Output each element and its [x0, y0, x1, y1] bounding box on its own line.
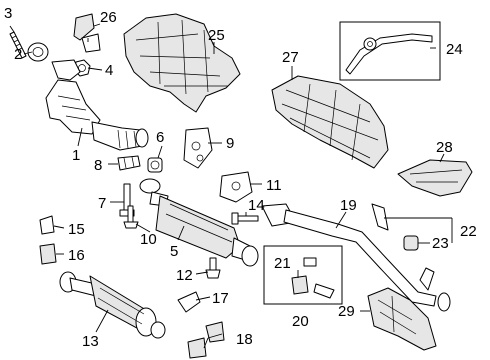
callout-2: 2 — [14, 46, 22, 63]
flange-gasket-part — [147, 157, 163, 173]
hanger-insulator-part — [403, 235, 419, 251]
manifold-converter-part — [45, 59, 149, 151]
muffler-heat-shield-part — [397, 159, 473, 197]
rear-bracket-part — [219, 171, 253, 203]
rear-mount-part — [367, 287, 437, 351]
callout-16: 16 — [68, 247, 85, 264]
callout-1: 1 — [72, 147, 80, 164]
upper-shield-part — [73, 13, 101, 53]
stud-part — [9, 31, 27, 59]
callout-labels: 3 2 4 1 26 25 6 8 9 11 7 10 15 16 5 12 1… — [4, 5, 477, 350]
manifold-heat-shield-part — [123, 13, 241, 113]
callout-6: 6 — [156, 129, 164, 146]
callout-10: 10 — [140, 231, 157, 248]
callout-11: 11 — [266, 177, 282, 194]
callout-29: 29 — [338, 303, 355, 320]
muffler-hanger-part — [177, 291, 201, 313]
isolator-part — [291, 257, 335, 299]
callout-26: 26 — [100, 9, 117, 26]
callout-22: 22 — [460, 223, 477, 240]
callout-15: 15 — [68, 221, 85, 238]
callout-24: 24 — [446, 41, 463, 58]
callout-23: 23 — [432, 235, 449, 252]
callout-3: 3 — [4, 5, 12, 22]
callout-27: 27 — [282, 49, 299, 66]
muffler-part — [59, 271, 166, 339]
tunnel-heat-shield-part — [271, 75, 389, 169]
callout-21: 21 — [274, 255, 291, 272]
callout-7: 7 — [98, 195, 106, 212]
flange-bolt-part — [231, 212, 259, 225]
stud-bolt-part — [123, 205, 139, 229]
callout-9: 9 — [226, 135, 234, 152]
callout-28: 28 — [436, 139, 453, 156]
callout-8: 8 — [94, 157, 102, 174]
bolt-part — [119, 183, 135, 217]
callout-19: 19 — [340, 197, 357, 214]
callout-12: 12 — [176, 267, 193, 284]
callout-14: 14 — [248, 197, 265, 214]
catalytic-converter-part — [139, 178, 259, 267]
hanger-bracket-22-part — [371, 203, 389, 231]
callout-17: 17 — [212, 290, 229, 307]
isolator-kit-box — [263, 245, 343, 305]
callout-13: 13 — [82, 333, 99, 350]
oxygen-sensor-part — [205, 257, 221, 279]
callout-5: 5 — [170, 243, 178, 260]
clamp-part — [117, 155, 141, 171]
muffler-insulator-part — [187, 321, 225, 359]
callout-18: 18 — [236, 331, 253, 348]
insulator-part — [39, 243, 57, 265]
callout-4: 4 — [105, 62, 113, 79]
hanger-bracket-part — [183, 127, 213, 169]
callout-25: 25 — [208, 27, 225, 44]
hose-part — [345, 33, 433, 75]
leader-lines — [9, 23, 453, 349]
callout-20: 20 — [292, 313, 309, 330]
retainer-clip-part — [39, 215, 55, 235]
resonator-pipe-part — [261, 203, 451, 312]
hose-box — [339, 21, 441, 81]
manifold-gasket-part — [27, 42, 49, 62]
